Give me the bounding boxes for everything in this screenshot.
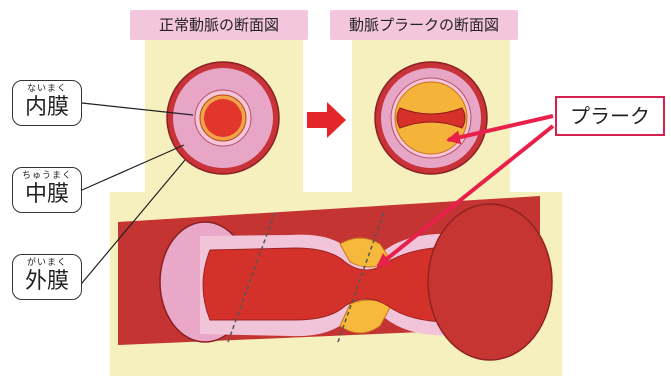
- adventitia-ruby: がいまく: [13, 258, 81, 269]
- media-ruby: ちゅうまく: [13, 171, 81, 182]
- intima-ruby: ないまく: [13, 84, 81, 95]
- intima-label: ないまく 内膜: [12, 80, 82, 126]
- normal-artery-cross-section: [167, 62, 279, 174]
- intima-text: 内膜: [13, 95, 81, 121]
- adventitia-text: 外膜: [13, 269, 81, 295]
- adventitia-label: がいまく 外膜: [12, 254, 82, 300]
- artery-longitudinal-view: [118, 196, 552, 360]
- media-text: 中膜: [13, 182, 81, 208]
- plaque-artery-cross-section: [375, 62, 487, 174]
- plaque-label: プラーク: [555, 96, 665, 136]
- progression-arrow-icon: [307, 102, 346, 138]
- media-label: ちゅうまく 中膜: [12, 167, 82, 213]
